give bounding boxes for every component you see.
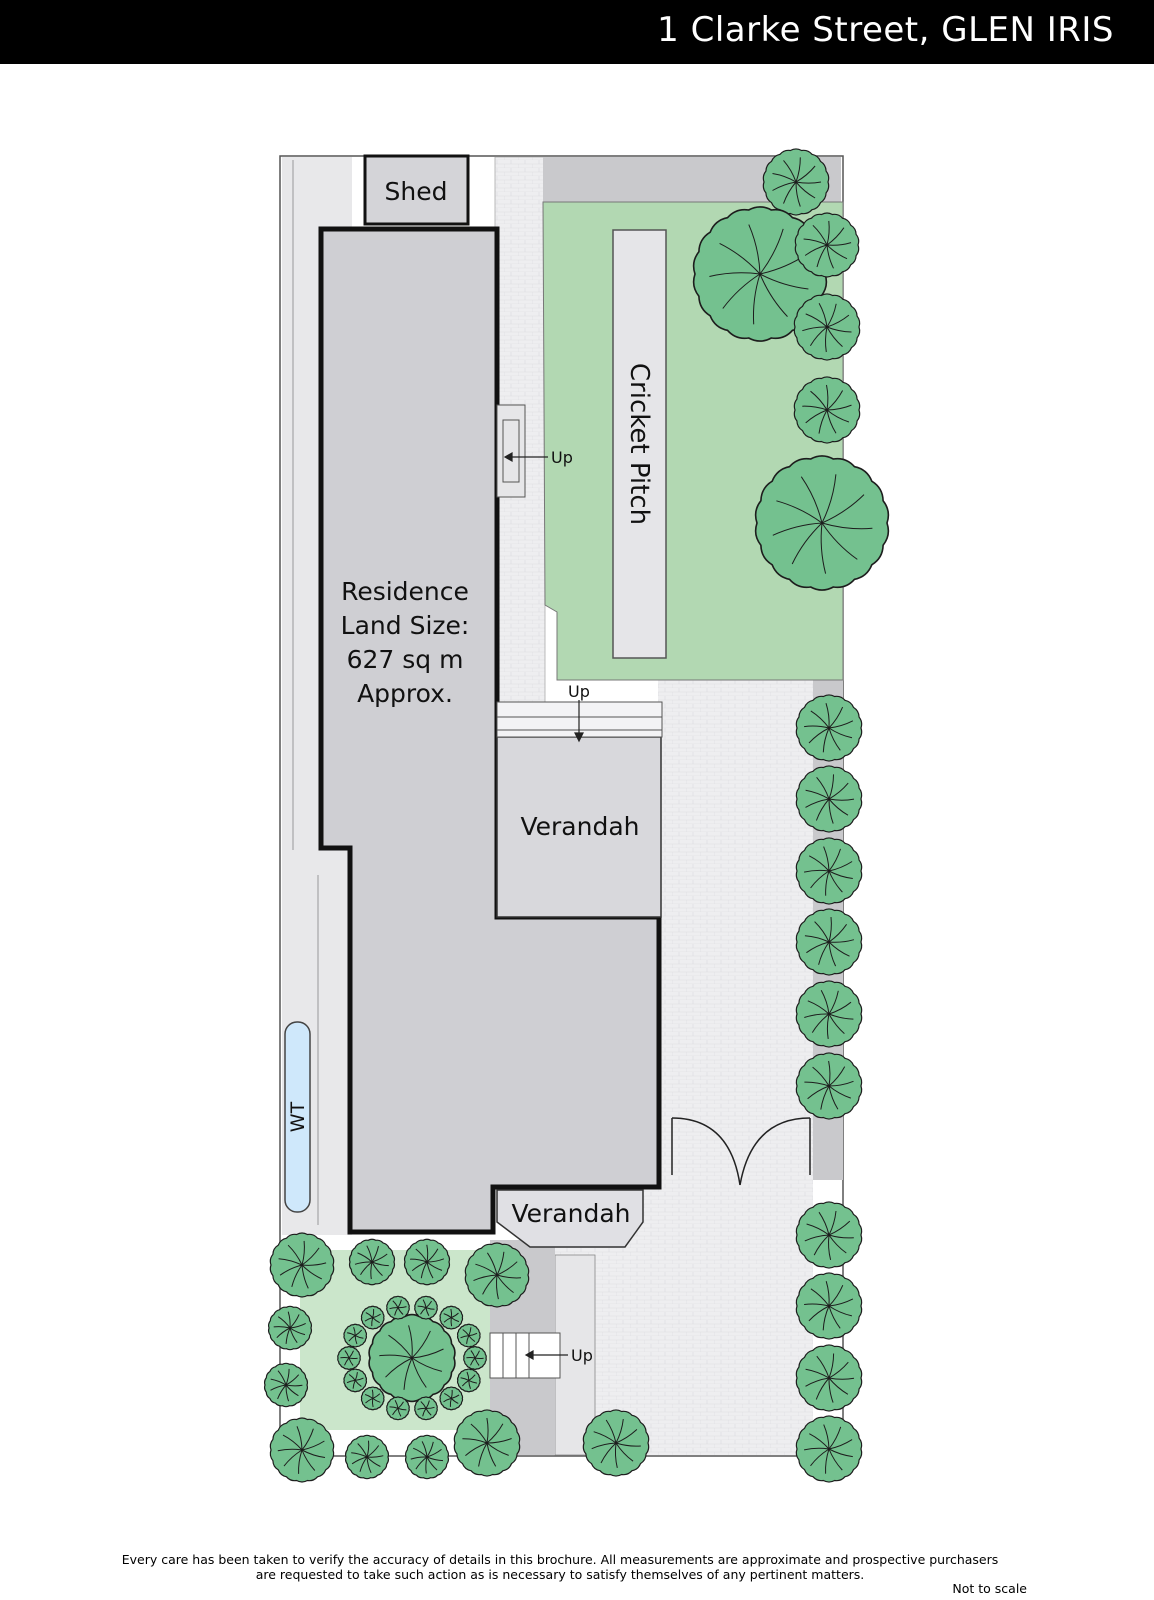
tree-canopy-icon (795, 1415, 863, 1483)
tree-canopy-icon (793, 293, 861, 361)
up-arrow-side (503, 451, 548, 463)
tree-canopy-icon (794, 212, 860, 278)
tree-canopy-icon (453, 1409, 521, 1477)
disclaimer-line-1: Every care has been taken to verify the … (121, 1552, 999, 1567)
tree-canopy-icon (439, 1386, 464, 1411)
tree-canopy-icon (795, 1344, 863, 1412)
tree-canopy-icon (414, 1396, 438, 1421)
up-label-front: Up (571, 1346, 593, 1365)
tree-canopy-icon (337, 1346, 361, 1370)
tree-canopy-icon (386, 1396, 410, 1421)
tree-canopy-icon (795, 694, 863, 762)
tree-canopy-icon (269, 1232, 335, 1298)
double-gate (671, 1117, 811, 1186)
tree-canopy-icon (456, 1323, 481, 1348)
tree-canopy-icon (795, 765, 863, 833)
residence-label-line-4: Approx. (357, 679, 453, 708)
cricket-pitch-label: Cricket Pitch (624, 363, 654, 525)
verandah-upper-label: Verandah (520, 812, 639, 841)
tree-canopy-icon (582, 1409, 650, 1477)
residence-label-line-3: 627 sq m (347, 645, 464, 674)
tree-canopy-icon (344, 1434, 390, 1480)
tree-canopy-icon (267, 1305, 313, 1351)
tree-canopy-icon (795, 1272, 863, 1340)
tree-canopy-icon (795, 908, 863, 976)
tree-canopy-icon (403, 1238, 451, 1286)
tree-canopy-icon (795, 837, 863, 905)
tree-canopy-icon (404, 1434, 450, 1480)
tree-canopy-icon (439, 1305, 464, 1330)
shed-label: Shed (385, 177, 448, 206)
verandah-lower-label: Verandah (511, 1199, 630, 1228)
tree-canopy-icon (464, 1242, 530, 1308)
tree-canopy-icon (795, 1201, 863, 1269)
tree-canopy-icon (795, 980, 863, 1048)
side-step (496, 404, 526, 498)
up-label-verandah: Up (568, 682, 590, 701)
scale-note: Not to scale (952, 1581, 1027, 1596)
tree-canopy-icon (269, 1417, 335, 1483)
tree-canopy-icon (692, 206, 828, 342)
tree-canopy-icon (386, 1295, 410, 1320)
tree-canopy-icon (368, 1313, 456, 1403)
tree-canopy-icon (793, 376, 861, 444)
tree-canopy-icon (795, 1052, 863, 1120)
water-tank (284, 1021, 311, 1213)
tree-canopy-icon (414, 1295, 438, 1320)
tree-canopy-icon (456, 1368, 481, 1393)
disclaimer-line-2: are requested to take such action as is … (255, 1567, 865, 1582)
tree-layer (263, 148, 890, 1483)
residence-label: Residence Land Size: 627 sq m Approx. (341, 577, 470, 708)
tree-canopy-icon (754, 455, 890, 591)
shed (363, 154, 470, 226)
tree-canopy-icon (360, 1305, 385, 1330)
verandah-lower (496, 1189, 644, 1248)
tree-canopy-icon (360, 1386, 385, 1411)
tree-canopy-icon (263, 1362, 309, 1408)
property-address-title: 1 Clarke Street, GLEN IRIS (657, 10, 1114, 50)
cricket-pitch (612, 229, 667, 659)
tree-canopy-icon (348, 1238, 396, 1286)
tree-canopy-icon (343, 1323, 368, 1348)
residence-label-line-2: Land Size: (341, 611, 470, 640)
verandah-upper (496, 736, 662, 918)
residence (318, 226, 662, 1235)
up-arrow-front (524, 1349, 568, 1361)
tree-canopy-icon (343, 1368, 368, 1393)
residence-label-line-1: Residence (341, 577, 469, 606)
up-label-side: Up (551, 448, 573, 467)
tree-canopy-icon (463, 1346, 487, 1370)
tree-canopy-icon (762, 148, 830, 216)
header-bar: 1 Clarke Street, GLEN IRIS (0, 0, 1154, 64)
up-arrow-verandah (574, 700, 584, 743)
water-tank-label: WT (287, 1101, 309, 1132)
